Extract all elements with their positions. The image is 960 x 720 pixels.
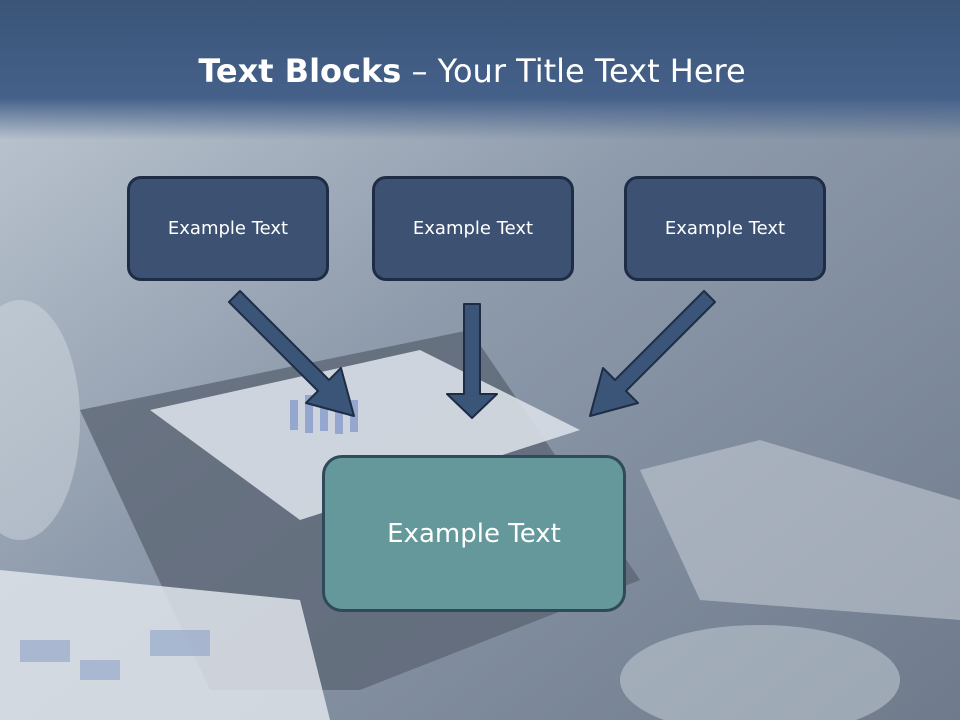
- text-block-left: Example Text: [127, 176, 329, 281]
- arrow-right-diagonal: [589, 290, 716, 417]
- slide-title: Text Blocks – Your Title Text Here: [0, 52, 944, 90]
- arrow-middle-down: [446, 303, 498, 419]
- text-block-right: Example Text: [624, 176, 826, 281]
- title-dash: –: [401, 52, 438, 90]
- text-block-middle: Example Text: [372, 176, 574, 281]
- title-band: [0, 0, 960, 140]
- center-text-block: Example Text: [322, 455, 626, 612]
- title-regular: Your Title Text Here: [437, 52, 746, 90]
- arrow-left-diagonal: [228, 290, 355, 417]
- title-bold: Text Blocks: [198, 52, 402, 90]
